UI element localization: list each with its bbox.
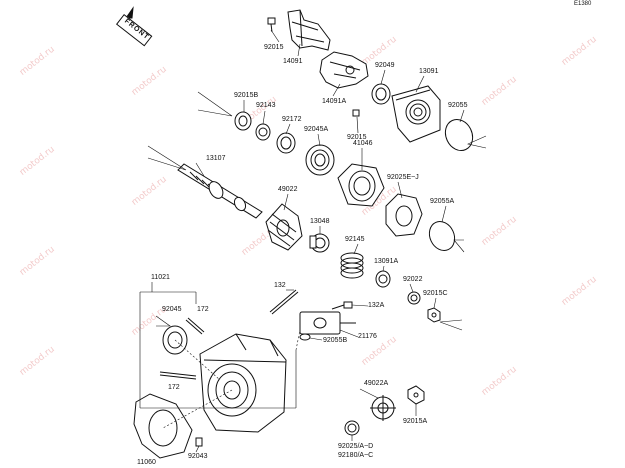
part-label-92015a[interactable]: 92015A	[403, 418, 428, 425]
shim-92025	[344, 420, 360, 436]
hub-13048	[309, 233, 330, 253]
seal-92049	[371, 83, 391, 105]
pin-92043	[195, 437, 203, 447]
leader-lines	[139, 29, 465, 453]
part-label-92055b[interactable]: 92055B	[323, 337, 348, 344]
stud-172-top	[185, 317, 205, 335]
part-label-92180-a-c[interactable]: 92180/A~C	[338, 452, 374, 459]
housing-13091	[391, 85, 441, 143]
part-label-11060[interactable]: 11060	[137, 459, 156, 466]
part-41046	[337, 163, 385, 207]
part-label-132[interactable]: 132	[274, 282, 286, 289]
part-label-92172[interactable]: 92172	[282, 116, 302, 123]
shaft-13107	[177, 163, 263, 219]
part-label-92025e-j[interactable]: 92025E~J	[387, 174, 419, 181]
part-label-92015-top[interactable]: 92015	[264, 44, 284, 51]
sensor-21176	[299, 311, 356, 335]
bearing-92045a	[305, 144, 335, 176]
gasket-92025e-j	[385, 193, 423, 237]
washer-92022	[407, 291, 421, 305]
nut-92015c	[427, 307, 441, 323]
part-label-92025-a-d[interactable]: 92025/A~D	[338, 443, 374, 450]
o-ring-92055	[444, 118, 474, 152]
part-label-92022[interactable]: 92022	[403, 276, 423, 283]
bracket-14091a	[319, 51, 369, 89]
bolt-92015-top	[267, 17, 276, 33]
bearing-92172	[276, 132, 296, 154]
part-label-92045a[interactable]: 92045A	[304, 126, 329, 133]
part-label-172-bottom[interactable]: 172	[168, 384, 180, 391]
part-label-92049[interactable]: 92049	[375, 62, 395, 69]
part-label-92015-mid[interactable]: 92015	[347, 134, 367, 141]
part-label-92015b[interactable]: 92015B	[234, 92, 259, 99]
pointer-marks	[147, 91, 487, 331]
collar-92143	[255, 123, 271, 141]
gear-49022	[265, 203, 303, 251]
part-label-11021[interactable]: 11021	[151, 274, 170, 281]
part-label-92055[interactable]: 92055	[448, 102, 468, 109]
part-label-92145[interactable]: 92145	[345, 236, 365, 243]
nut-92015a	[407, 385, 425, 405]
part-label-13048[interactable]: 13048	[310, 218, 330, 225]
seal-92015b	[234, 111, 252, 131]
gasket-11060	[133, 393, 193, 459]
part-label-14091[interactable]: 14091	[283, 58, 303, 65]
part-label-92055a[interactable]: 92055A	[430, 198, 455, 205]
bolt-132a	[331, 301, 353, 310]
part-label-13091a[interactable]: 13091A	[374, 258, 399, 265]
part-label-41046[interactable]: 41046	[353, 140, 373, 147]
part-label-14091a[interactable]: 14091A	[322, 98, 347, 105]
diagram-code: E1380	[574, 1, 592, 7]
part-label-92015c[interactable]: 92015C	[423, 290, 448, 297]
bracket-14091	[287, 9, 331, 51]
part-label-49022a[interactable]: 49022A	[364, 380, 389, 387]
part-label-13107[interactable]: 13107	[206, 155, 226, 162]
part-label-49022[interactable]: 49022	[278, 186, 298, 193]
part-label-92045[interactable]: 92045	[162, 306, 182, 313]
part-label-92143[interactable]: 92143	[256, 102, 276, 109]
spring-92145	[340, 252, 364, 279]
rod-132	[269, 289, 299, 315]
part-label-92043[interactable]: 92043	[188, 453, 208, 460]
stud-172-bottom	[159, 371, 197, 380]
bolt-92015-mid	[352, 109, 360, 117]
o-ring-92055a	[428, 220, 456, 252]
part-label-13091[interactable]: 13091	[419, 68, 439, 75]
cap-13091a	[375, 270, 391, 288]
o-ring-92055b	[299, 333, 311, 341]
gear-49022a	[370, 395, 396, 421]
gear-case-11021	[199, 333, 287, 433]
part-label-132a[interactable]: 132A	[368, 302, 385, 309]
part-label-21176[interactable]: 21176	[358, 333, 377, 340]
part-label-172-top[interactable]: 172	[197, 306, 209, 313]
